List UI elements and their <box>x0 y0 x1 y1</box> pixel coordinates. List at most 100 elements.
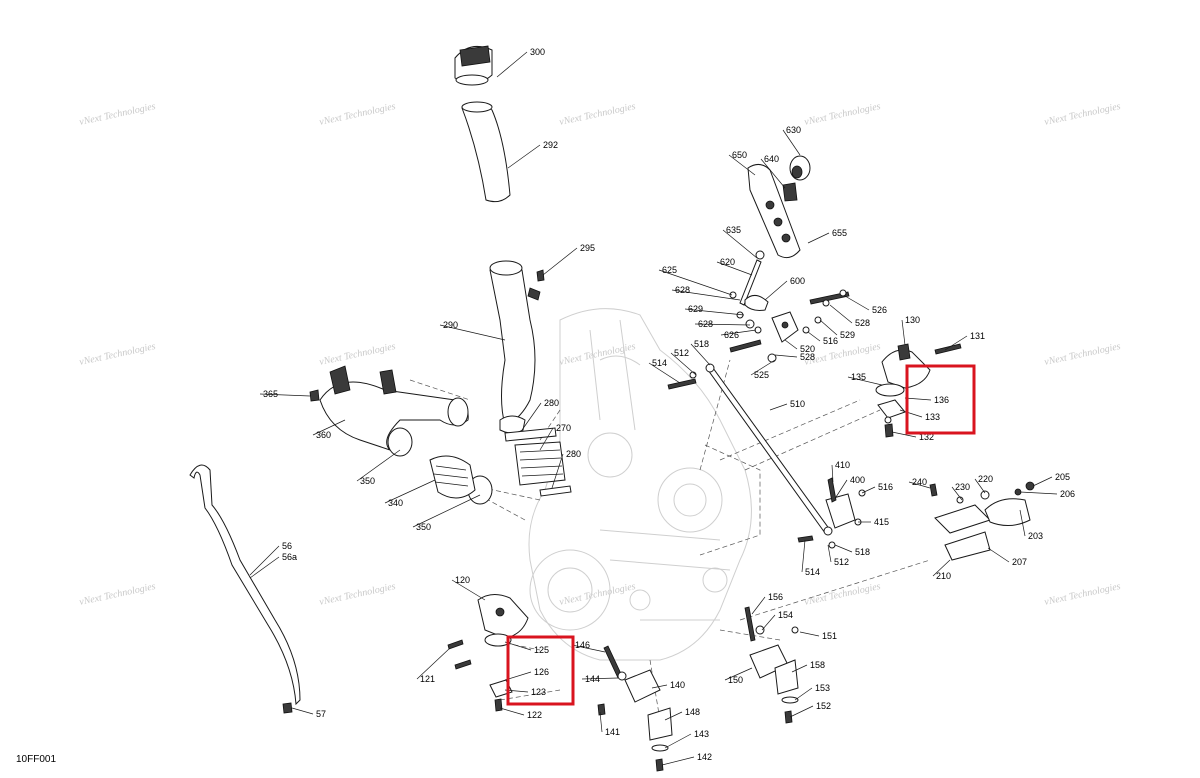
engine-outline-ghost <box>528 308 752 661</box>
callout-56a: 56a <box>282 552 297 562</box>
leader-line <box>891 431 917 438</box>
callout-270: 270 <box>556 423 571 433</box>
leader-line <box>356 449 401 482</box>
leader-line <box>831 464 834 483</box>
leader-line <box>791 664 808 673</box>
callout-207: 207 <box>1012 557 1027 567</box>
callout-141: 141 <box>605 727 620 737</box>
leader-line <box>807 331 821 342</box>
leader-line <box>412 494 481 528</box>
leader-line <box>794 687 813 701</box>
callout-153: 153 <box>815 683 830 693</box>
leader-line <box>439 324 506 341</box>
callout-626: 626 <box>724 330 739 340</box>
callout-514: 514 <box>805 567 820 577</box>
callout-518: 518 <box>694 339 709 349</box>
leader-line <box>670 352 697 376</box>
leader-line <box>694 323 751 326</box>
leader-line <box>861 486 876 494</box>
callout-655: 655 <box>832 228 847 238</box>
callout-154: 154 <box>778 610 793 620</box>
diagram-code: 10FF001 <box>16 754 57 765</box>
callout-620: 620 <box>720 257 735 267</box>
callout-150: 150 <box>728 675 743 685</box>
bolt-514-upper <box>667 371 697 390</box>
intake-cap-300 <box>454 45 493 86</box>
callout-529: 529 <box>840 330 855 340</box>
bracket-400 <box>797 477 866 549</box>
callout-520: 520 <box>800 344 815 354</box>
leader-line <box>760 158 786 189</box>
clip-57 <box>282 702 293 714</box>
leader-line <box>728 154 756 176</box>
callout-156: 156 <box>768 592 783 602</box>
callout-290: 290 <box>443 320 458 330</box>
leader-line <box>716 261 753 276</box>
callout-148: 148 <box>685 707 700 717</box>
callout-122: 122 <box>527 710 542 720</box>
leader-line <box>932 559 951 577</box>
callout-629: 629 <box>688 304 703 314</box>
mount-140 <box>597 645 673 772</box>
callout-131: 131 <box>970 331 985 341</box>
shifter-plate-650 <box>747 164 801 259</box>
bracket-assembly-200 <box>929 481 1035 561</box>
callout-410: 410 <box>835 460 850 470</box>
callout-136: 136 <box>934 395 949 405</box>
callout-516: 516 <box>878 482 893 492</box>
watermark-text: vNext Technologies <box>1043 101 1121 128</box>
callout-630: 630 <box>786 125 801 135</box>
watermark-text: vNext Technologies <box>558 101 636 128</box>
leader-line <box>658 269 733 296</box>
leader-line <box>799 631 820 637</box>
callout-512: 512 <box>674 348 689 358</box>
callout-158: 158 <box>810 660 825 670</box>
callout-400: 400 <box>850 475 865 485</box>
callout-labels: 3002922952902802702803653603503403505656… <box>263 47 1075 762</box>
boot-640 <box>782 182 798 202</box>
callout-210: 210 <box>936 571 951 581</box>
watermark-layer: vNext Technologies vNext Technologies vNex… <box>78 101 1121 608</box>
callout-510: 510 <box>790 399 805 409</box>
callout-205: 205 <box>1055 472 1070 482</box>
callout-133: 133 <box>925 412 940 422</box>
callout-525: 525 <box>754 370 769 380</box>
leader-line <box>507 144 541 169</box>
callout-628: 628 <box>675 285 690 295</box>
callout-120: 120 <box>455 575 470 585</box>
leader-line <box>974 478 986 494</box>
leader-line <box>648 362 681 384</box>
intake-duct-290 <box>489 260 541 434</box>
leader-line <box>829 304 853 324</box>
breather-hose-56 <box>189 464 301 706</box>
leader-line <box>751 596 766 615</box>
watermark-text: vNext Technologies <box>318 101 396 128</box>
leader-line <box>542 247 578 276</box>
bolts-526-528-529 <box>729 289 850 363</box>
leader-line <box>249 556 280 579</box>
leader-line <box>599 711 603 733</box>
leader-line <box>690 343 711 366</box>
leader-line <box>661 756 695 766</box>
watermark-text: vNext Technologies <box>1043 581 1121 608</box>
callout-132: 132 <box>919 432 934 442</box>
callout-143: 143 <box>694 729 709 739</box>
callout-152: 152 <box>816 701 831 711</box>
engine-mount-120 <box>447 594 529 712</box>
coupler-340 <box>429 455 476 499</box>
leader-lines <box>249 51 1058 766</box>
assembly-dashed-lines <box>409 359 931 721</box>
callout-57: 57 <box>316 709 326 719</box>
callout-528: 528 <box>855 318 870 328</box>
leader-line <box>416 647 451 680</box>
callout-514: 514 <box>652 358 667 368</box>
watermark-text: vNext Technologies <box>318 341 396 368</box>
leader-line <box>571 644 606 653</box>
callout-230: 230 <box>955 482 970 492</box>
highlight-box-mount-130 <box>905 364 976 435</box>
callout-123: 123 <box>531 687 546 697</box>
watermark-text: vNext Technologies <box>318 581 396 608</box>
callout-350: 350 <box>416 522 431 532</box>
knob-630 <box>789 155 811 181</box>
